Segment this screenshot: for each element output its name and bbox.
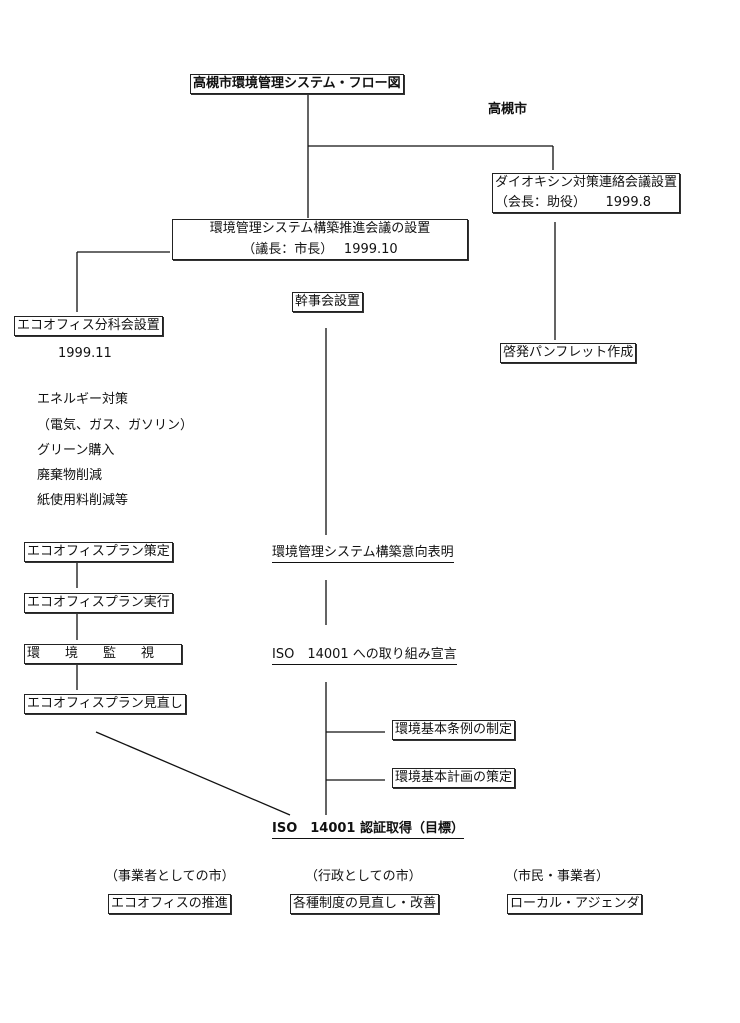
promotion-council-detail: （議長：市長） 1999.10 [242,242,398,257]
measure-item: 廃棄物削減 [37,468,103,483]
eco-office-subcommittee-date: 1999.11 [58,346,112,361]
measure-item: （電気、ガス、ガソリン） [37,418,194,433]
bottom-role: （行政としての市） [305,869,422,884]
dioxin-council-detail: （会長：助役） 1999.8 [495,195,651,210]
eco-plan-step: エコオフィスプラン見直し [24,694,186,714]
eco-plan-step: エコオフィスプラン実行 [24,593,173,613]
measure-item: 紙使用料削減等 [37,493,129,508]
eco-plan-step: 環境監視 [24,644,183,664]
promotion-council-title: 環境管理システム構築推進会議の設置 [209,221,431,236]
iso-goal-step: ISO 14001 認証取得（目標） [272,821,465,839]
organization-label: 高槻市 [488,102,528,117]
page-title: 高槻市環境管理システム・フロー図 [190,74,404,94]
iso-declaration-step: ISO 14001 への取り組み宣言 [272,647,457,665]
dioxin-council-title: ダイオキシン対策連絡会議設置 [495,175,678,190]
plan-box: 環境基本計画の策定 [392,768,516,788]
system-intent-step: 環境管理システム構築意向表明 [272,545,454,563]
eco-office-subcommittee-box: エコオフィス分科会設置 [14,316,163,336]
bottom-role: （市民・事業者） [505,869,610,884]
bottom-item-box: エコオフィスの推進 [108,894,231,914]
dioxin-council-box: ダイオキシン対策連絡会議設置 （会長：助役） 1999.8 [492,173,681,213]
measure-item: グリーン購入 [37,443,115,458]
bottom-role: （事業者としての市） [105,869,235,884]
pamphlet-box: 啓発パンフレット作成 [500,343,637,363]
ordinance-box: 環境基本条例の制定 [392,720,516,740]
eco-plan-step: エコオフィスプラン策定 [24,542,173,562]
connector [95,731,291,816]
bottom-item-box: 各種制度の見直し・改善 [290,894,440,914]
promotion-council-box: 環境管理システム構築推進会議の設置 （議長：市長） 1999.10 [172,219,468,260]
kanji-council-box: 幹事会設置 [292,292,364,312]
measure-item: エネルギー対策 [37,392,129,407]
bottom-item-box: ローカル・アジェンダ [507,894,643,914]
